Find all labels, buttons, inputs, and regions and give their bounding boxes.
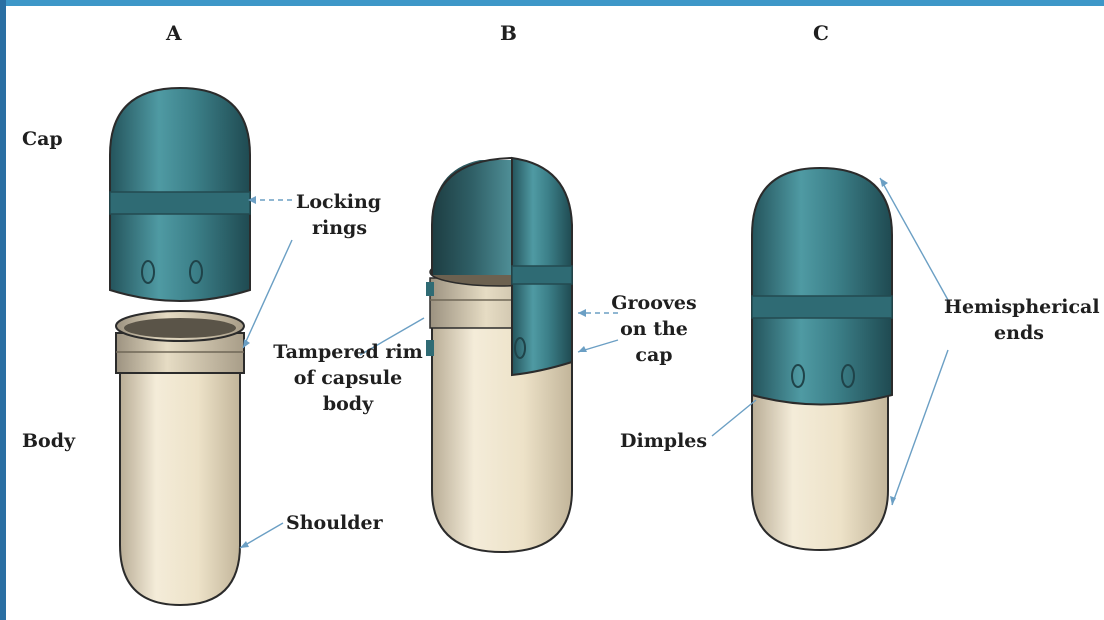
label-grooves-line1: Grooves [604,290,704,316]
label-shoulder: Shoulder [286,510,383,536]
capsule-a-locking-ring [110,192,250,214]
panel-letter-a: A [166,20,182,46]
label-locking-line1: Locking [296,189,381,215]
label-locking-line2: rings [312,215,367,241]
capsule-b [426,158,572,552]
capsule-a-body [120,355,240,605]
label-hemispherical-line1: Hemispherical [944,294,1094,320]
capsule-c-cap [752,168,892,405]
capsule-c [752,168,892,550]
label-grooves-line2: on the [604,316,704,342]
panel-letter-c: C [813,20,829,46]
label-dimples: Dimples [620,428,707,454]
capsule-c-body [752,390,888,550]
label-tampered-line3: body [268,391,428,417]
label-cap: Cap [22,126,63,152]
label-body: Body [22,428,75,454]
label-grooves-line3: cap [604,342,704,368]
label-tampered-line2: of capsule [268,365,428,391]
label-tampered-line1: Tampered rim [268,339,428,365]
capsule-a [110,88,250,605]
panel-letter-b: B [500,20,517,46]
label-hemispherical-line2: ends [944,320,1094,346]
